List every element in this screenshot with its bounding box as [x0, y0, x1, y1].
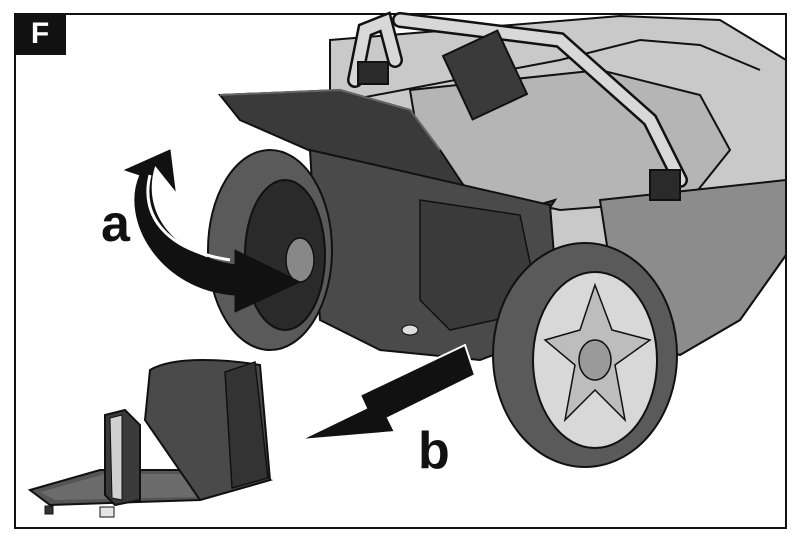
- figure-badge: F: [14, 13, 66, 55]
- remove-arrow-b: [299, 343, 477, 441]
- rotate-arrow-a: [123, 149, 302, 313]
- rear-panel: [308, 148, 562, 362]
- right-wheel: [492, 242, 678, 468]
- removed-deflector: [27, 359, 274, 518]
- left-wheel: [207, 149, 333, 351]
- mower-body: [329, 14, 787, 357]
- callout-b: b: [418, 422, 450, 480]
- callout-a: a: [101, 195, 130, 253]
- mower-handle: [347, 11, 688, 201]
